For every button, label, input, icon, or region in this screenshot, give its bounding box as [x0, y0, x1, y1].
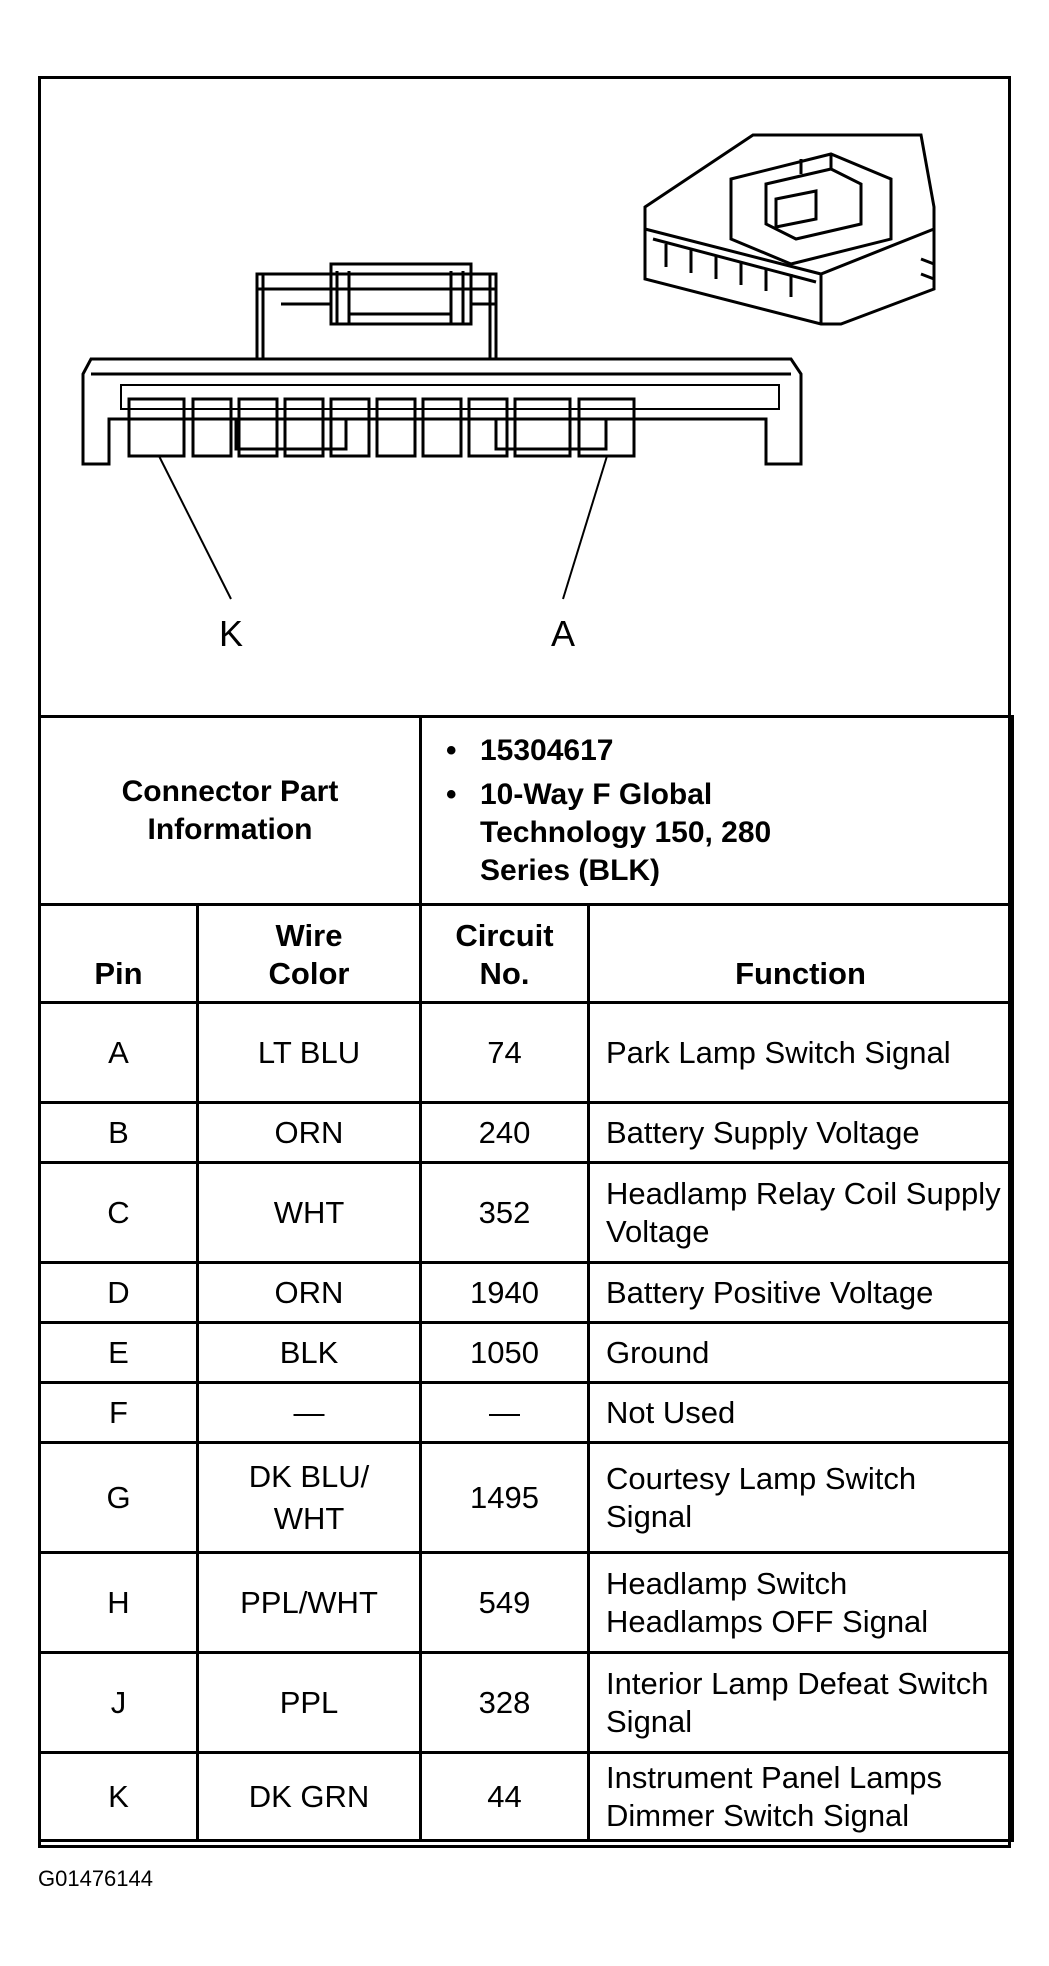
cell-pin: D — [38, 1261, 199, 1324]
cell-wire-color: — — [196, 1381, 422, 1444]
cell-function: Ground — [587, 1321, 1014, 1384]
connector-info-row: Connector Part Information •15304617 •10… — [38, 715, 1014, 906]
cell-function: Headlamp Switch Headlamps OFF Signal — [587, 1551, 1014, 1654]
cell-function: Interior Lamp Defeat Switch Signal — [587, 1651, 1014, 1754]
cell-function: Battery Supply Voltage — [587, 1101, 1014, 1164]
cell-wire-color: PPL/WHT — [196, 1551, 422, 1654]
cell-circuit-no: 74 — [419, 1001, 590, 1104]
cell-function: Battery Positive Voltage — [587, 1261, 1014, 1324]
connector-end-view — [81, 262, 803, 466]
cell-function: Courtesy Lamp Switch Signal — [587, 1441, 1014, 1554]
cell-function: Instrument Panel Lamps Dimmer Switch Sig… — [587, 1751, 1014, 1842]
cell-pin: B — [38, 1101, 199, 1164]
figure-reference-number: G01476144 — [38, 1866, 153, 1891]
cell-wire-color: ORN — [196, 1261, 422, 1324]
cell-circuit-no: 1495 — [419, 1441, 590, 1554]
connector-part-number: •15304617 — [446, 733, 614, 767]
cell-pin: H — [38, 1551, 199, 1654]
cell-pin: G — [38, 1441, 199, 1554]
table-header-row: Pin Wire Color Circuit No. Function — [38, 903, 1014, 1004]
cell-function: Park Lamp Switch Signal — [587, 1001, 1014, 1104]
cell-circuit-no: 328 — [419, 1651, 590, 1754]
connector-description: •10-Way F Global Technology 150, 280 Ser… — [446, 777, 772, 887]
cell-wire-color: WHT — [196, 1161, 422, 1264]
cell-circuit-no: — — [419, 1381, 590, 1444]
pinout-table: Connector Part Information •15304617 •10… — [38, 715, 1014, 1842]
cell-wire-color: PPL — [196, 1651, 422, 1754]
cell-pin: K — [38, 1751, 199, 1842]
cell-function: Not Used — [587, 1381, 1014, 1444]
pin-callout-a: A — [551, 613, 575, 654]
cell-circuit-no: 240 — [419, 1101, 590, 1164]
connector-info-bullets: •15304617 •10-Way F Global Technology 15… — [419, 715, 1014, 906]
cell-wire-color: DK GRN — [196, 1751, 422, 1842]
cell-circuit-no: 1940 — [419, 1261, 590, 1324]
connector-isometric-view — [643, 133, 936, 326]
cavity-k — [127, 397, 186, 458]
pin-cavities — [127, 397, 636, 458]
header-function: Function — [587, 903, 1014, 1004]
cell-pin: C — [38, 1161, 199, 1264]
cell-pin: E — [38, 1321, 199, 1384]
connector-end-view-frame: K A Connector Part Information •15304617… — [38, 76, 1014, 1848]
cell-pin: J — [38, 1651, 199, 1754]
cell-wire-color: BLK — [196, 1321, 422, 1384]
cell-function: Headlamp Relay Coil Supply Voltage — [587, 1161, 1014, 1264]
cell-wire-color: ORN — [196, 1101, 422, 1164]
cell-wire-color: LT BLU — [196, 1001, 422, 1104]
cell-pin: A — [38, 1001, 199, 1104]
cell-circuit-no: 549 — [419, 1551, 590, 1654]
leader-line-a — [562, 455, 608, 600]
connector-info-label: Connector Part Information — [38, 715, 422, 906]
connector-diagram: K A — [41, 79, 1008, 715]
pin-callout-k: K — [219, 613, 243, 654]
leader-line-k — [158, 455, 232, 600]
cell-wire-color: DK BLU/ WHT — [196, 1441, 422, 1554]
connector-drawing: K A — [81, 133, 936, 654]
cell-circuit-no: 44 — [419, 1751, 590, 1842]
cell-circuit-no: 352 — [419, 1161, 590, 1264]
header-circuit-no: Circuit No. — [419, 903, 590, 1004]
cell-circuit-no: 1050 — [419, 1321, 590, 1384]
header-wire-color: Wire Color — [196, 903, 422, 1004]
header-pin: Pin — [38, 903, 199, 1004]
table-row: F——Not Used — [38, 1381, 1014, 1444]
cell-pin: F — [38, 1381, 199, 1444]
